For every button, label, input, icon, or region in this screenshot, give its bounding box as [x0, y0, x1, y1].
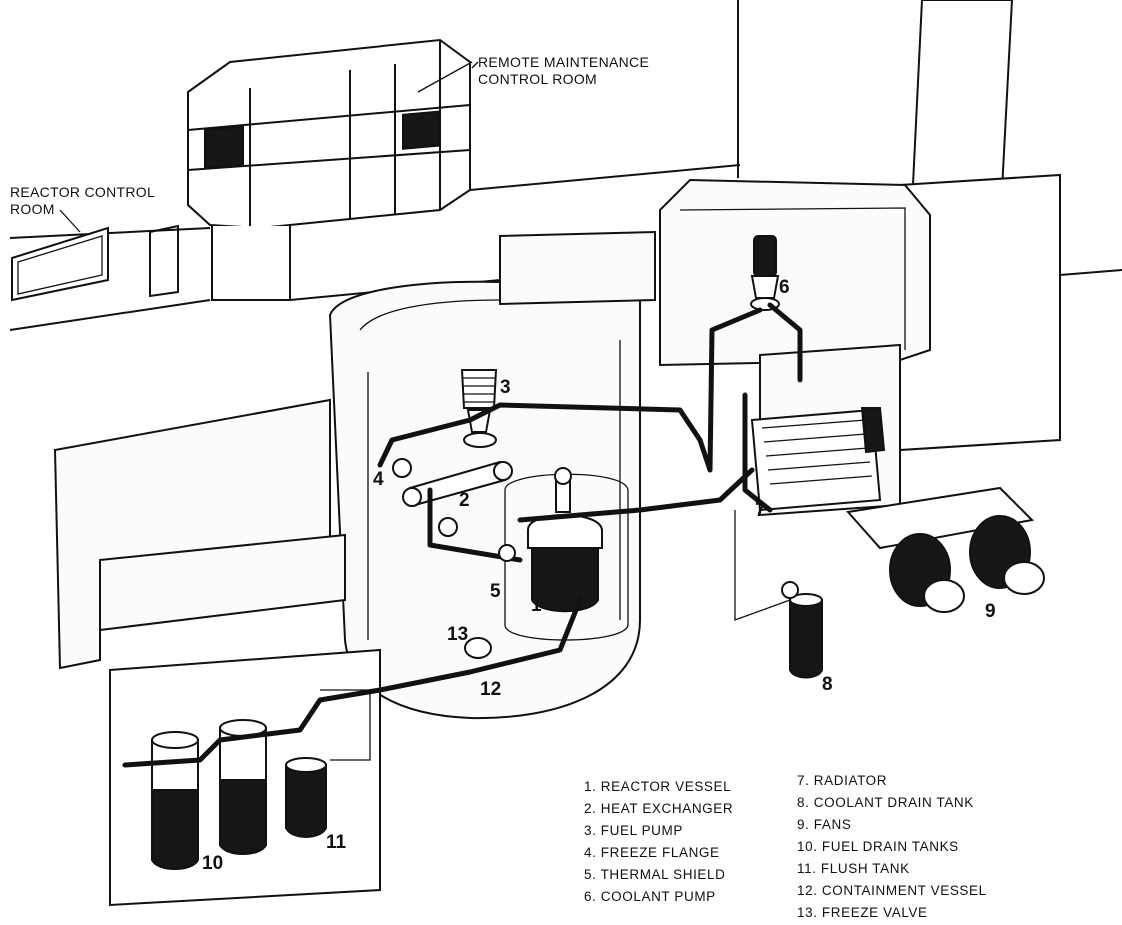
legend-item-12: 12. CONTAINMENT VESSEL — [797, 883, 987, 898]
legend-item-4: 4. FREEZE FLANGE — [584, 845, 720, 860]
legend-item-13: 13. FREEZE VALVE — [797, 905, 928, 920]
legend-item-7: 7. RADIATOR — [797, 773, 887, 788]
reactor-control-line-2: ROOM — [10, 201, 55, 217]
piping — [122, 302, 803, 768]
freeze-flange-2 — [438, 517, 458, 537]
legend-item-10: 10. FUEL DRAIN TANKS — [797, 839, 959, 854]
coolant-pump — [750, 235, 780, 311]
legend-item-9: 9. FANS — [797, 817, 851, 832]
reactor-control-line-1: REACTOR CONTROL — [10, 184, 155, 200]
legend-item-6: 6. COOLANT PUMP — [584, 889, 716, 904]
legend-item-2: 2. HEAT EXCHANGER — [584, 801, 733, 816]
remote-maintenance-line-2: CONTROL ROOM — [478, 71, 597, 87]
fuel-pump — [460, 369, 498, 448]
heat-exchanger — [402, 460, 513, 507]
stack — [899, 0, 1061, 452]
fuel-drain-tank-2 — [219, 719, 267, 855]
drain-tank-cell — [53, 398, 381, 907]
freeze-flange-3 — [498, 544, 516, 562]
legend-item-11: 11. FLUSH TANK — [797, 861, 910, 876]
number-2: 2 — [459, 490, 470, 511]
remote-maintenance-building — [187, 38, 471, 301]
number-13: 13 — [447, 624, 468, 645]
freeze-flange-1 — [392, 458, 412, 478]
legend-item-1: 1. REACTOR VESSEL — [584, 779, 731, 794]
fuel-drain-tank-1 — [151, 731, 199, 870]
number-6: 6 — [779, 277, 790, 298]
freeze-valve — [464, 637, 492, 659]
number-4: 4 — [373, 469, 384, 490]
reactor-vessel — [527, 467, 603, 613]
number-3: 3 — [500, 377, 511, 398]
legend-item-3: 3. FUEL PUMP — [584, 823, 683, 838]
number-1: 1 — [531, 595, 542, 616]
legend-right-column: 7. RADIATOR 8. COOLANT DRAIN TANK 9. FAN… — [797, 773, 987, 920]
legend-left-column: 1. REACTOR VESSEL 2. HEAT EXCHANGER 3. F… — [584, 779, 733, 904]
number-11: 11 — [326, 832, 347, 853]
thermal-shield — [504, 473, 629, 641]
reactor-control-callout: REACTOR CONTROL ROOM — [10, 184, 155, 233]
number-8: 8 — [822, 674, 833, 695]
number-7: 7 — [755, 500, 766, 521]
radiator — [750, 407, 886, 512]
remote-maintenance-line-1: REMOTE MAINTENANCE — [478, 54, 649, 70]
remote-maintenance-callout: REMOTE MAINTENANCE CONTROL ROOM — [417, 54, 649, 93]
fans — [846, 486, 1045, 613]
legend: 1. REACTOR VESSEL 2. HEAT EXCHANGER 3. F… — [584, 773, 987, 920]
back-wall — [9, 0, 1122, 331]
flush-tank — [285, 757, 327, 838]
legend-item-5: 5. THERMAL SHIELD — [584, 867, 726, 882]
legend-item-8: 8. COOLANT DRAIN TANK — [797, 795, 974, 810]
number-12: 12 — [480, 679, 501, 700]
number-9: 9 — [985, 601, 996, 622]
coolant-drain-tank — [781, 581, 823, 679]
reactor-control-window — [11, 224, 179, 302]
number-5: 5 — [490, 581, 501, 602]
number-10: 10 — [202, 853, 223, 874]
